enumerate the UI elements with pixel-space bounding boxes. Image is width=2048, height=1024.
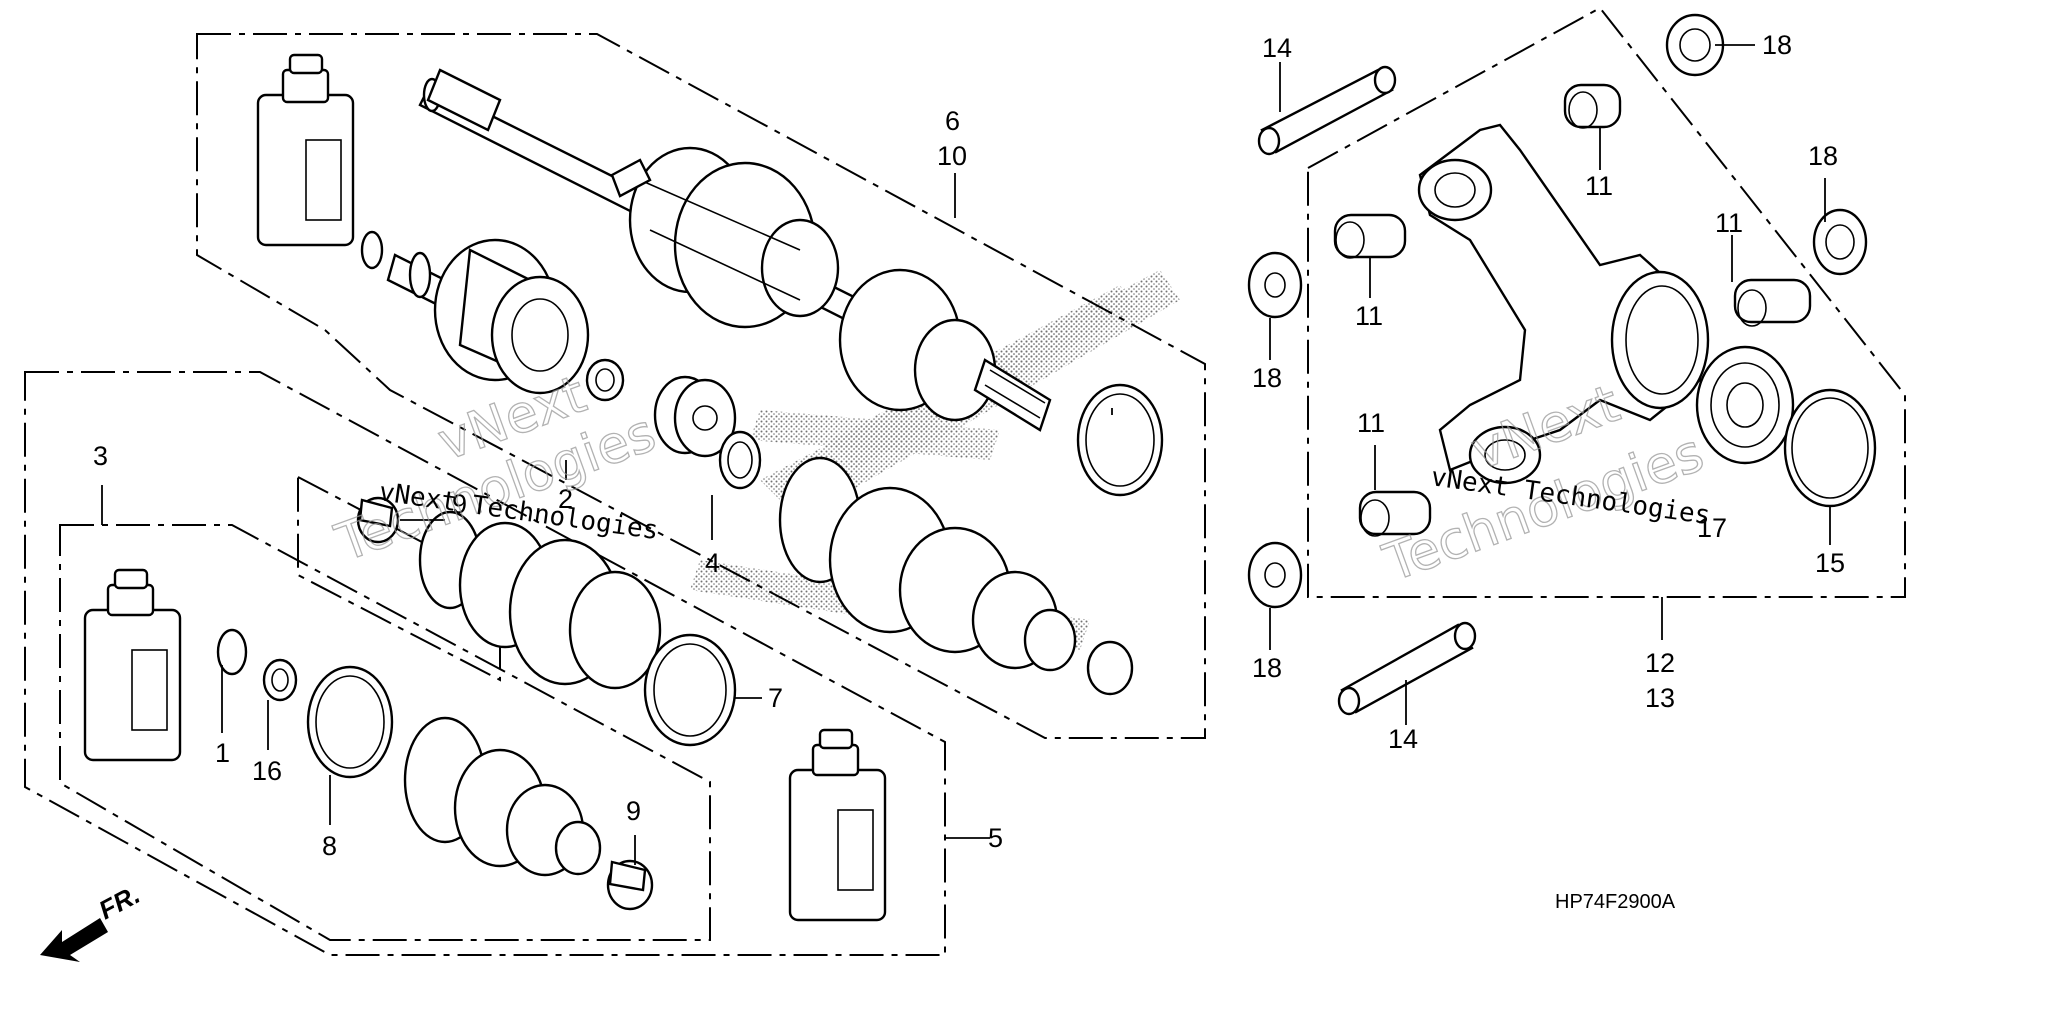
callout-labels: 1 2 3 4 5 6 10 7 8 9 9 16 14 14 18 18 18… xyxy=(93,30,1845,861)
callout-9-lower: 9 xyxy=(626,796,641,826)
spider-bearing xyxy=(653,375,737,458)
boot-band-clip xyxy=(1086,640,1134,696)
drive-shaft-assembly xyxy=(418,68,1052,432)
front-direction-marker: FR. xyxy=(40,879,145,962)
front-marker-label: FR. xyxy=(94,879,145,925)
callout-18-left-lower: 18 xyxy=(1252,653,1282,683)
callout-14-bottom: 14 xyxy=(1388,724,1418,754)
band-large-left xyxy=(643,633,737,747)
collar-14-bottom xyxy=(1337,621,1477,716)
callout-18-left-upper: 18 xyxy=(1252,363,1282,393)
grease-bottle-top xyxy=(256,53,355,247)
callout-9-upper: 9 xyxy=(452,489,467,519)
grease-bottle-left xyxy=(83,568,182,762)
callout-10: 10 xyxy=(937,141,967,171)
callout-2: 2 xyxy=(558,484,573,514)
grease-bottle-bottom xyxy=(788,728,887,922)
circlip-small xyxy=(585,358,625,402)
leader-lines xyxy=(101,44,1831,865)
callout-12: 12 xyxy=(1645,648,1675,678)
callout-11-c: 11 xyxy=(1715,208,1743,238)
callout-11-d: 11 xyxy=(1357,408,1385,438)
inner-cv-joint xyxy=(386,238,590,395)
band-9-lower xyxy=(606,859,654,911)
seal-18-top xyxy=(1665,13,1725,77)
callout-5: 5 xyxy=(988,823,1003,853)
shaft-spline xyxy=(426,68,502,132)
outer-cv-joint xyxy=(838,268,1052,432)
callout-18-top: 18 xyxy=(1762,30,1792,60)
callout-7: 7 xyxy=(768,683,783,713)
knuckle xyxy=(1417,123,1710,485)
collar-14-top xyxy=(1257,65,1397,156)
callout-15: 15 xyxy=(1815,548,1845,578)
snap-ring-15 xyxy=(1783,388,1877,508)
callout-14-top: 14 xyxy=(1262,33,1292,63)
callout-6: 6 xyxy=(945,106,960,136)
bushings-11 xyxy=(1333,83,1812,537)
seal-18-left-lower xyxy=(1247,541,1303,609)
circlip-1 xyxy=(216,628,248,676)
callout-17: 17 xyxy=(1697,513,1727,543)
boot-band-left xyxy=(356,496,400,544)
outer-cv-boot xyxy=(628,146,840,329)
assembly-outlines xyxy=(24,6,1906,956)
callout-11-b: 11 xyxy=(1355,301,1383,331)
diagram-code: HP74F2900A xyxy=(1555,891,1676,913)
seal-18-left-upper xyxy=(1247,251,1303,319)
inner-boot xyxy=(778,456,1077,672)
outer-boot-left xyxy=(418,510,662,690)
seal-18-right xyxy=(1812,208,1868,276)
bearing-17 xyxy=(1695,345,1795,465)
callout-13: 13 xyxy=(1645,683,1675,713)
band-8 xyxy=(306,665,394,779)
front-arrow-icon xyxy=(40,918,108,962)
callout-11-a: 11 xyxy=(1585,171,1613,201)
callout-18-right: 18 xyxy=(1808,141,1838,171)
callout-8: 8 xyxy=(322,831,337,861)
callout-16: 16 xyxy=(252,756,282,786)
boot-band-upper xyxy=(1076,383,1164,497)
inner-boot-left xyxy=(403,716,602,877)
callout-1: 1 xyxy=(215,738,230,768)
callout-3: 3 xyxy=(93,441,108,471)
o-ring-top xyxy=(360,230,384,270)
callout-4: 4 xyxy=(705,548,720,578)
stop-ring xyxy=(718,430,762,490)
boot-band-clamp xyxy=(610,158,652,198)
clamp-16 xyxy=(262,658,298,702)
